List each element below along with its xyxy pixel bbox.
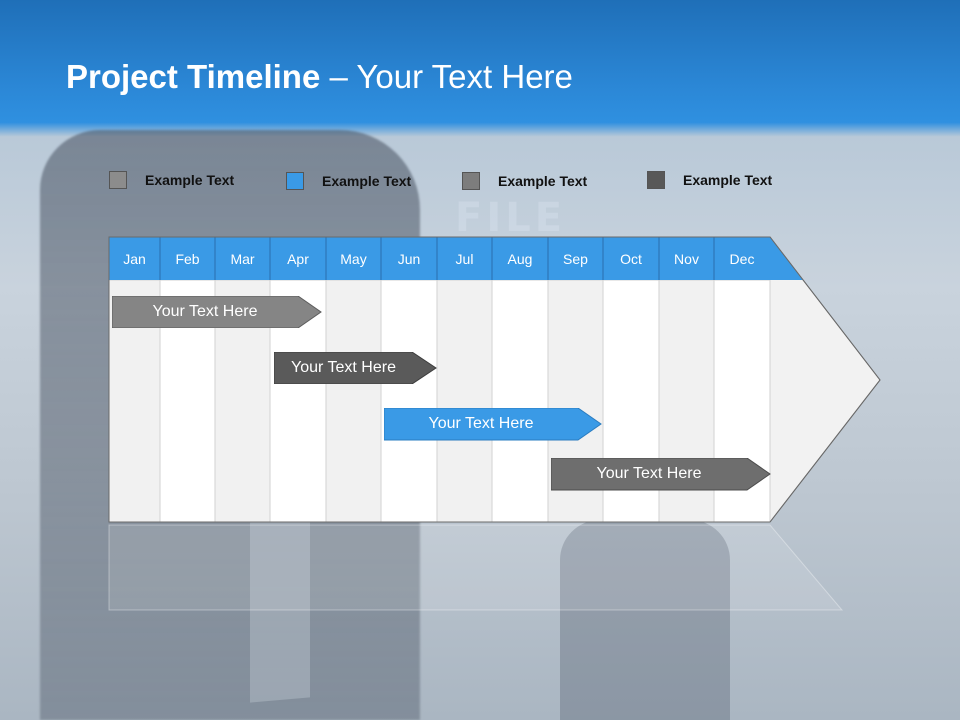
legend-label-3: Example Text xyxy=(498,173,588,189)
month-label-jun: Jun xyxy=(397,250,421,267)
timeline-reflection xyxy=(108,524,844,611)
month-label-apr: Apr xyxy=(287,250,309,267)
task-bar-3[interactable]: Your Text Here xyxy=(384,408,602,441)
task-label-4: Your Text Here xyxy=(596,465,702,482)
month-column xyxy=(325,279,382,523)
month-label-nov: Nov xyxy=(674,250,699,267)
month-column xyxy=(491,279,549,523)
month-label-sep: Sep xyxy=(563,250,588,267)
background-leg-silhouette xyxy=(560,520,730,720)
month-label-oct: Oct xyxy=(620,250,642,267)
month-label-mar: Mar xyxy=(230,250,255,267)
month-column xyxy=(436,279,493,523)
month-label-dec: Dec xyxy=(729,250,755,267)
legend-swatch-3 xyxy=(462,172,480,190)
month-label-aug: Aug xyxy=(507,250,533,267)
month-column xyxy=(380,279,438,523)
legend-label-4: Example Text xyxy=(683,172,773,188)
task-bar-4[interactable]: Your Text Here xyxy=(551,458,771,491)
legend-swatch-1 xyxy=(109,171,127,189)
month-label-may: May xyxy=(340,250,367,267)
legend-item-1: Example Text xyxy=(109,171,234,189)
legend-item-4: Example Text xyxy=(647,171,772,189)
title-bold: Project Timeline xyxy=(66,58,321,95)
legend-label-2: Example Text xyxy=(322,173,412,189)
legend-label-1: Example Text xyxy=(145,172,235,188)
slide-title: Project Timeline – Your Text Here xyxy=(66,58,573,96)
task-label-1: Your Text Here xyxy=(152,303,258,320)
background-file-graphic: FILE xyxy=(455,195,567,241)
task-label-3: Your Text Here xyxy=(428,415,534,432)
task-label-2: Your Text Here xyxy=(291,359,396,376)
month-label-feb: Feb xyxy=(175,250,200,267)
title-rest: – Your Text Here xyxy=(320,58,573,95)
month-label-jan: Jan xyxy=(123,250,146,267)
month-label-jul: Jul xyxy=(455,250,474,267)
timeline-arrow-outline xyxy=(108,236,881,523)
task-bar-1[interactable]: Your Text Here xyxy=(112,296,322,328)
legend-item-3: Example Text xyxy=(462,172,587,190)
legend-swatch-2 xyxy=(286,172,304,190)
legend-swatch-4 xyxy=(647,171,665,189)
task-bar-2[interactable]: Your Text Here xyxy=(274,352,437,384)
month-header-band xyxy=(109,237,770,280)
legend-item-2: Example Text xyxy=(286,172,411,190)
